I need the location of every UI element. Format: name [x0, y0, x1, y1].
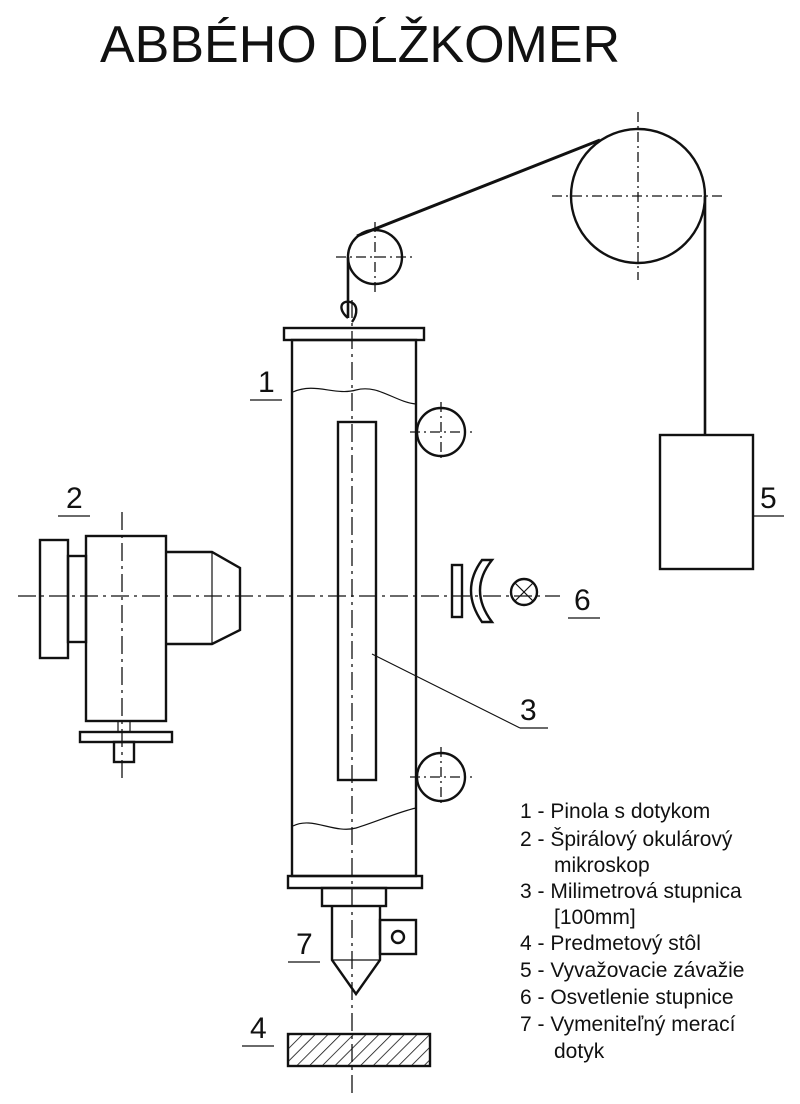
legend-line-2: 2 - Špirálový okulárový [520, 828, 733, 851]
counterweight [658, 433, 755, 571]
callout-4: 4 [250, 1012, 267, 1045]
microscope [38, 534, 242, 764]
microscope-knob [38, 538, 70, 660]
diagram-title: ABBÉHO DĹŽKOMER [100, 16, 620, 74]
pulley-system [336, 112, 722, 435]
legend-line-9: 7 - Vymeniteľný merací [520, 1013, 736, 1036]
spindle-top-cap [282, 326, 426, 342]
callout-1: 1 [258, 366, 275, 399]
legend-line-4: 3 - Milimetrová stupnica [520, 880, 742, 903]
spindle-bottom-cap [286, 874, 424, 890]
spindle-body [290, 338, 418, 878]
callout-2: 2 [66, 482, 83, 515]
callout-3: 3 [520, 694, 537, 727]
scale-illumination [450, 558, 539, 624]
callout-5: 5 [760, 482, 777, 515]
microscope-body [84, 534, 168, 723]
callout-7: 7 [296, 928, 313, 961]
legend-line-5: [100mm] [554, 906, 636, 929]
legend-line-1: 1 - Pinola s dotykom [520, 800, 710, 823]
lamp-icon [509, 577, 539, 607]
legend-line-6: 4 - Predmetový stôl [520, 932, 701, 955]
hook [340, 300, 358, 323]
callout-6: 6 [574, 584, 591, 617]
legend: 1 - Pinola s dotykom 2 - Špirálový okulá… [520, 800, 745, 1063]
legend-line-7: 5 - Vyvažovacie závažie [520, 959, 745, 982]
millimetre-scale [336, 420, 378, 782]
measuring-tip [320, 886, 418, 997]
object-table [286, 1032, 432, 1068]
cord [356, 138, 601, 238]
microscope-objective [166, 550, 242, 646]
legend-line-3: mikroskop [554, 854, 650, 877]
spindle-column [282, 326, 472, 890]
legend-line-10: dotyk [554, 1040, 605, 1063]
legend-line-8: 6 - Osvetlenie stupnice [520, 986, 734, 1009]
